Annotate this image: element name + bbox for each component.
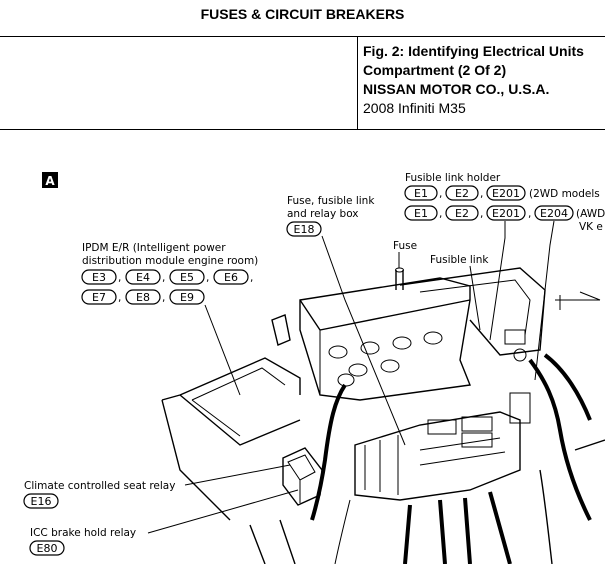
connector-E16: E16: [23, 493, 59, 509]
ipdm-callout: IPDM E/R (Intelligent power distribution…: [81, 242, 258, 396]
row2-suffix: (AWD: [576, 208, 605, 220]
svg-text:E3: E3: [92, 271, 106, 284]
header-divider-top: [0, 36, 605, 37]
svg-text:,: ,: [162, 292, 165, 304]
connector-E204-row2: E204: [534, 205, 574, 221]
svg-text:E4: E4: [136, 271, 150, 284]
fusible-link-label: Fusible link: [430, 254, 489, 266]
vehicle-name: 2008 Infiniti M35: [363, 100, 466, 116]
connector-E4: E4: [125, 269, 161, 285]
engine-line-art: [161, 267, 605, 564]
connector-E201-row2: E201: [486, 205, 526, 221]
row2-suffix-line2: VK e: [579, 221, 603, 233]
svg-text:E16: E16: [31, 495, 52, 508]
svg-text:E1: E1: [414, 207, 428, 220]
figure-caption: Fig. 2: Identifying Electrical Units Com…: [363, 42, 605, 118]
section-title: FUSES & CIRCUIT BREAKERS: [200, 6, 405, 22]
fuse-label: Fuse: [393, 240, 417, 252]
fusible-link-holder-label: Fusible link holder: [405, 172, 501, 184]
svg-text:,: ,: [439, 208, 442, 220]
svg-text:E2: E2: [455, 187, 469, 200]
svg-text:E201: E201: [492, 187, 520, 200]
svg-text:E204: E204: [540, 207, 568, 220]
connector-E2-row2: E2: [445, 205, 479, 221]
company-name: NISSAN MOTOR CO., U.S.A.: [363, 81, 550, 97]
svg-text:,: ,: [528, 208, 531, 220]
svg-text:E18: E18: [294, 223, 315, 236]
svg-text:E8: E8: [136, 291, 150, 304]
fusible-link-leader: [469, 265, 481, 331]
engine-compartment-diagram: A: [23, 172, 605, 564]
svg-text:,: ,: [250, 272, 253, 284]
figure-title-line2: Compartment (2 Of 2): [363, 62, 507, 78]
connector-E5: E5: [169, 269, 205, 285]
fusible-link-holder-callout: Fusible link holder E1 , E2 , E201 (2WD …: [404, 172, 605, 381]
view-letter: A: [45, 174, 55, 188]
connector-E80: E80: [29, 540, 65, 556]
fuse-box-label-line1: Fuse, fusible link: [287, 195, 375, 207]
svg-text:,: ,: [162, 272, 165, 284]
ipdm-label-line1: IPDM E/R (Intelligent power: [82, 242, 226, 254]
fuse-relay-box-callout: Fuse, fusible link and relay box E18: [286, 195, 406, 446]
svg-text:E2: E2: [455, 207, 469, 220]
connector-E9: E9: [169, 289, 205, 305]
connector-E2-row1: E2: [445, 185, 479, 201]
connector-E7: E7: [81, 289, 117, 305]
svg-text:,: ,: [439, 188, 442, 200]
svg-text:E7: E7: [92, 291, 106, 304]
header-divider-bottom: [0, 129, 605, 130]
svg-text:,: ,: [118, 272, 121, 284]
svg-text:,: ,: [118, 292, 121, 304]
view-letter-badge: A: [42, 172, 58, 188]
svg-text:,: ,: [480, 188, 483, 200]
climate-seat-relay-callout: Climate controlled seat relay E16: [23, 464, 291, 509]
svg-text:E201: E201: [492, 207, 520, 220]
fuse-box-label-line2: and relay box: [287, 208, 359, 220]
svg-text:E6: E6: [224, 271, 238, 284]
svg-text:E1: E1: [414, 187, 428, 200]
header-divider-vertical: [357, 37, 358, 129]
svg-text:,: ,: [480, 208, 483, 220]
row1-suffix: (2WD models: [529, 188, 600, 200]
connector-E1-row1: E1: [404, 185, 438, 201]
connector-E1-row2: E1: [404, 205, 438, 221]
svg-text:E9: E9: [180, 291, 194, 304]
figure-title-line1: Fig. 2: Identifying Electrical Units: [363, 43, 584, 59]
icc-brake-relay-label: ICC brake hold relay: [30, 527, 136, 539]
connector-E6: E6: [213, 269, 249, 285]
svg-text:,: ,: [206, 272, 209, 284]
ipdm-label-line2: distribution module engine room): [82, 255, 258, 267]
climate-seat-relay-label: Climate controlled seat relay: [24, 480, 175, 492]
connector-E201-row1: E201: [486, 185, 526, 201]
connector-E3: E3: [81, 269, 117, 285]
connector-E8: E8: [125, 289, 161, 305]
connector-E18: E18: [286, 221, 322, 237]
svg-text:E80: E80: [37, 542, 58, 555]
svg-text:E5: E5: [180, 271, 194, 284]
icc-brake-relay-callout: ICC brake hold relay E80: [29, 489, 299, 556]
